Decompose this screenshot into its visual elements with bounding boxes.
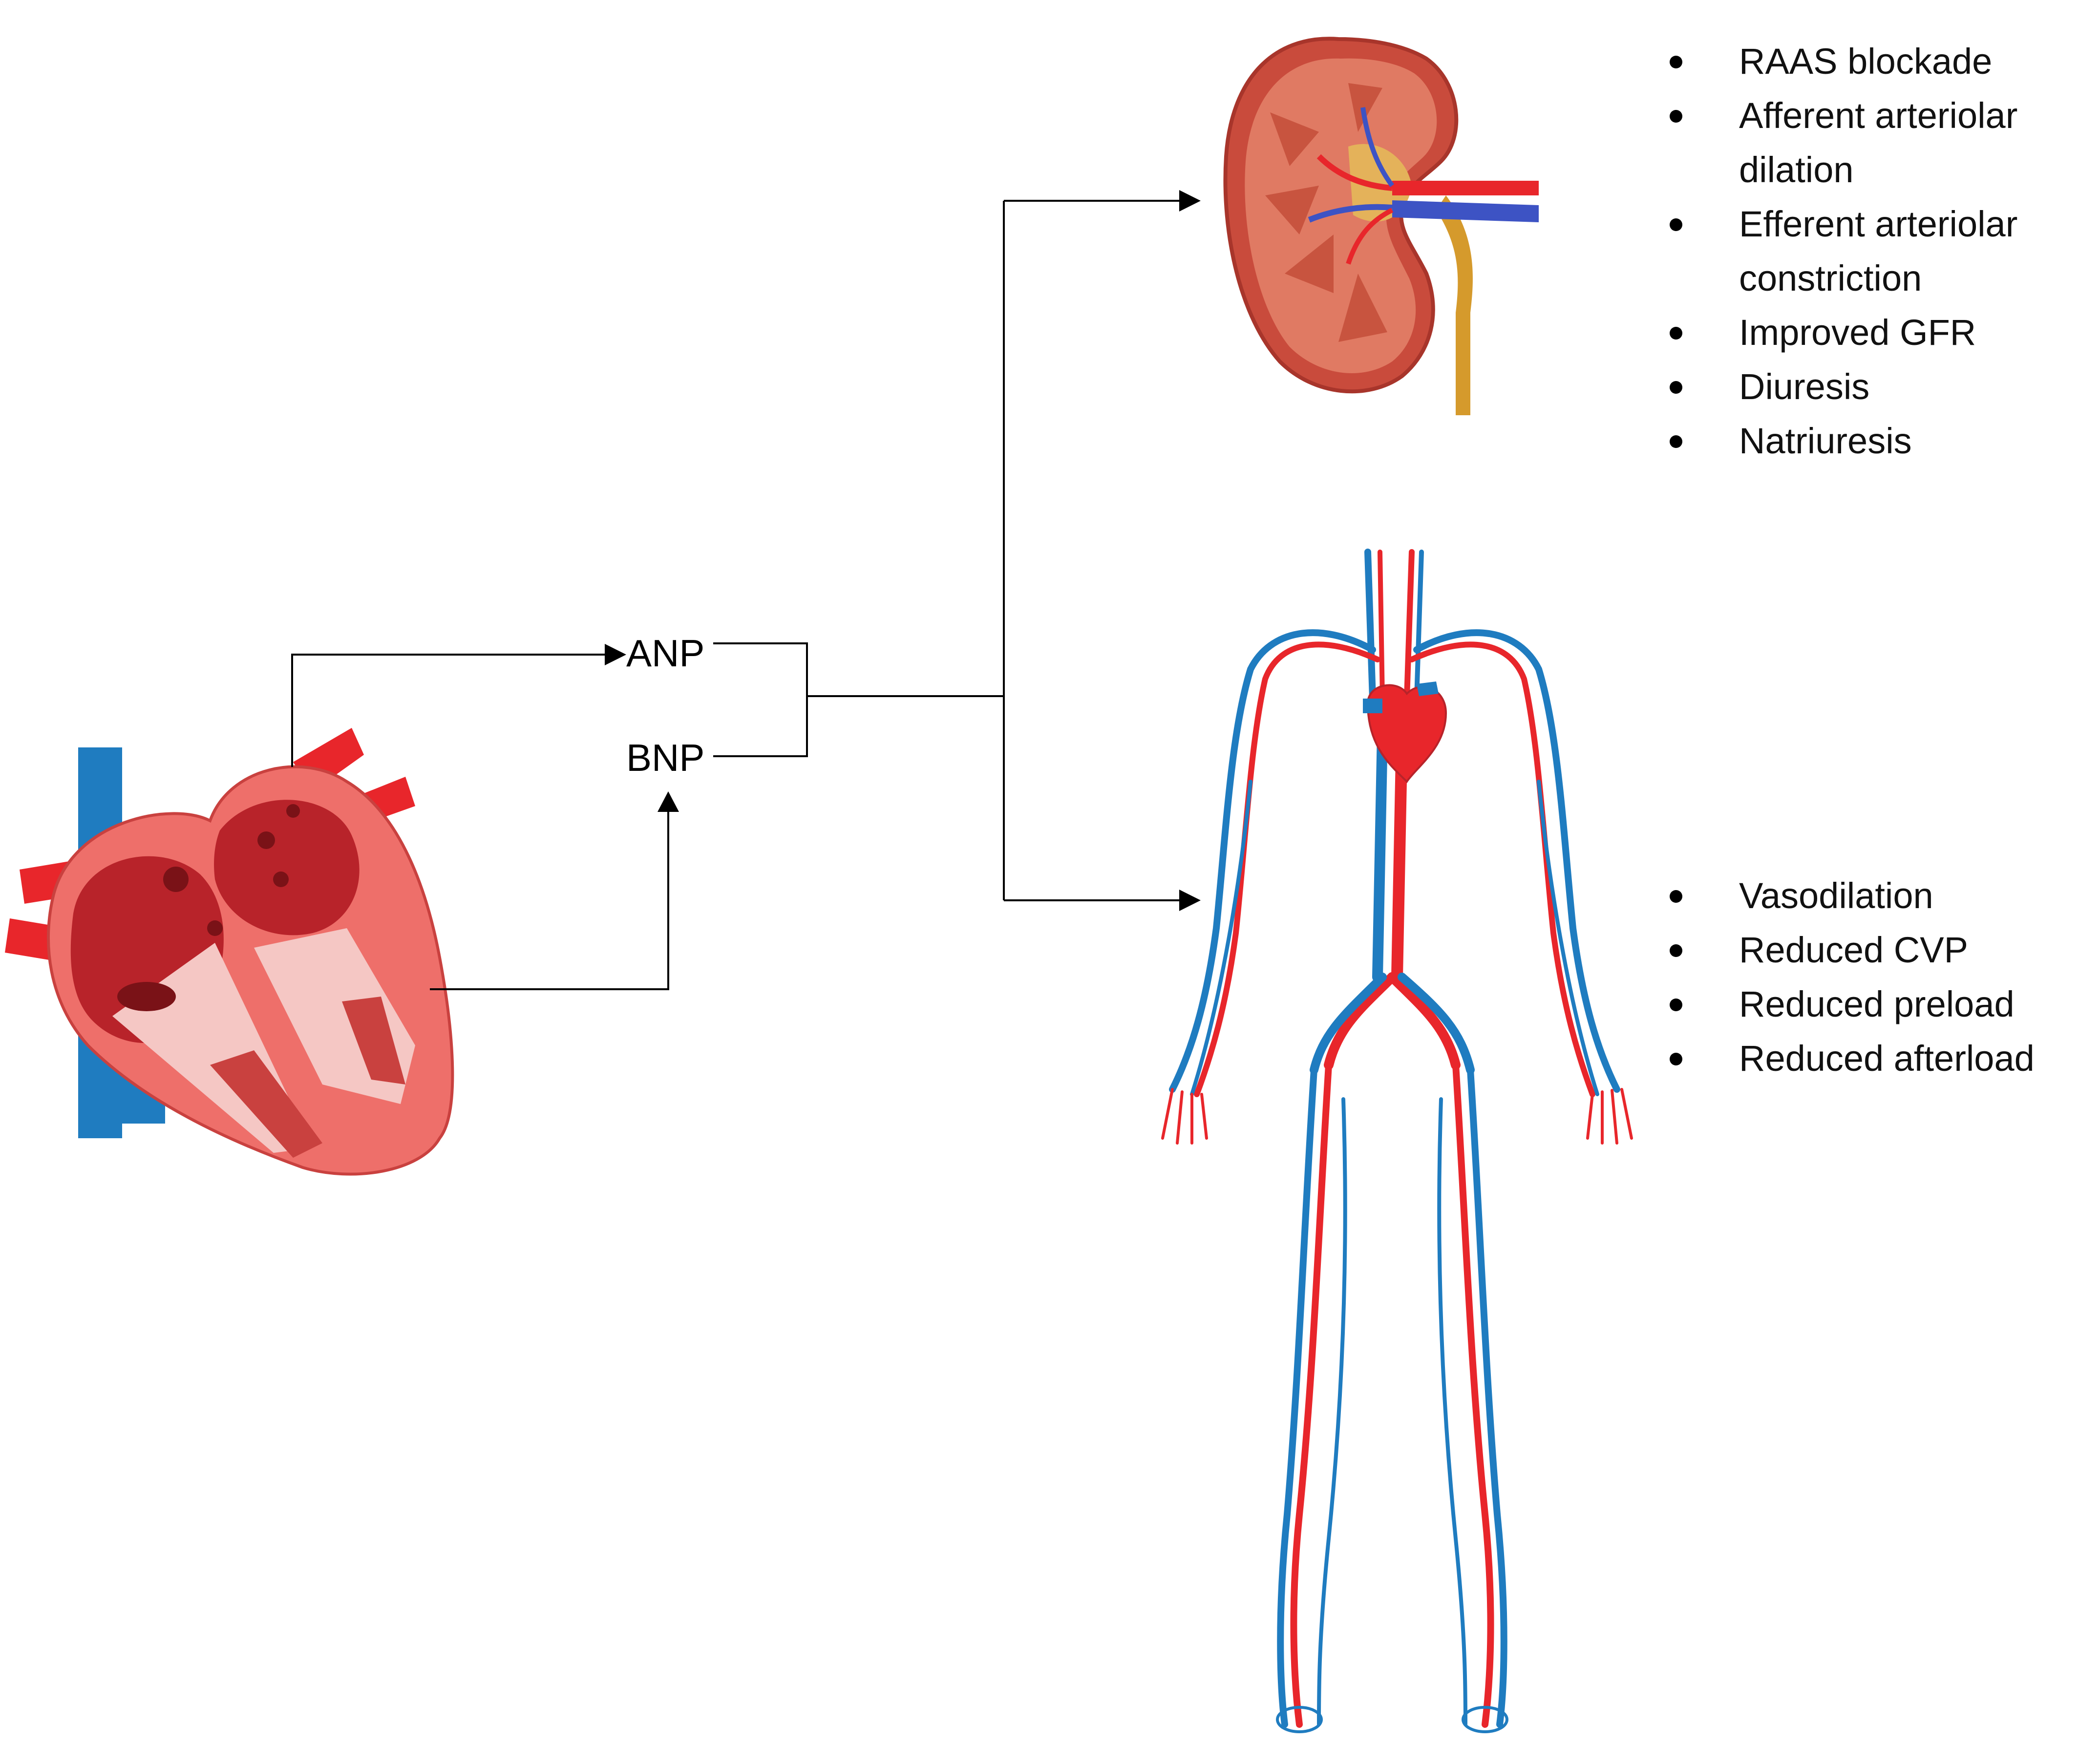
list-item: Reduced CVP	[1666, 923, 2096, 977]
list-item: Diuresis	[1666, 360, 2096, 414]
kidney-illustration	[1223, 37, 1539, 415]
heart-to-bnp-line	[430, 806, 669, 990]
bnp-label: BNP	[626, 736, 705, 779]
list-item: Efferent arteriolar constriction	[1666, 197, 2096, 305]
anp-bracket-line	[713, 642, 808, 757]
anp-arrowhead	[605, 644, 626, 665]
anp-label: ANP	[626, 632, 705, 675]
vascular-effects-list: Vasodilation Reduced CVP Reduced preload…	[1666, 869, 2096, 1085]
circulatory-system-illustration	[1161, 549, 1633, 1733]
bnp-arrowhead	[658, 791, 679, 812]
arrowheads	[605, 190, 1201, 911]
list-item: RAAS blockade	[1666, 34, 2096, 88]
heart-illustration	[5, 728, 454, 1176]
list-item: Improved GFR	[1666, 305, 2096, 360]
kidney-arrowhead	[1179, 190, 1201, 212]
body-arrowhead	[1179, 890, 1201, 911]
body-heart-icon	[1363, 681, 1447, 784]
list-item: Reduced preload	[1666, 977, 2096, 1031]
connector-lines	[291, 200, 1181, 990]
list-item: Afferent arteriolar dilation	[1666, 88, 2096, 197]
list-item: Natriuresis	[1666, 414, 2096, 468]
list-item: Reduced afterload	[1666, 1031, 2096, 1085]
heart-to-anp-line	[291, 654, 605, 767]
list-item: Vasodilation	[1666, 869, 2096, 923]
kidney-effects-list: RAAS blockade Afferent arteriolar dilati…	[1666, 34, 2096, 468]
